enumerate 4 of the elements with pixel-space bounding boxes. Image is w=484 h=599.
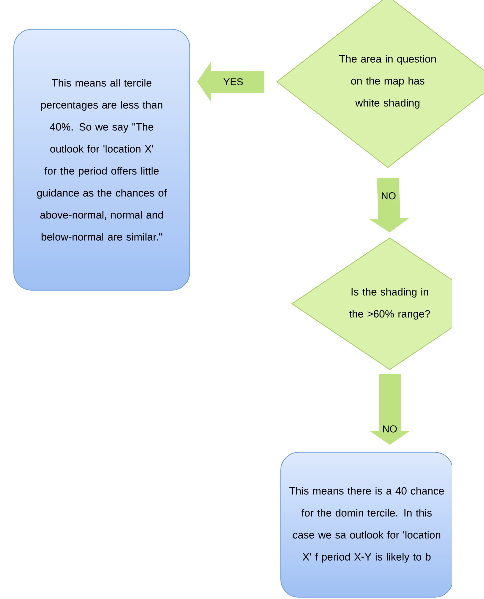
- rounded-box: This means there is a 40 chance for the domin tercile. In this case we sa outlook for 'location X' f period X-Y is likely to b: [280, 452, 452, 598]
- edge-label: NO: [382, 424, 398, 434]
- edge-label: NO: [380, 192, 398, 201]
- rounded-box: This means all tercile percentages are less than 40%. So we say "The outlook for 'location X' for the period offers little guidance as the chances of above-normal, normal and below-normal are similar.": [14, 29, 190, 291]
